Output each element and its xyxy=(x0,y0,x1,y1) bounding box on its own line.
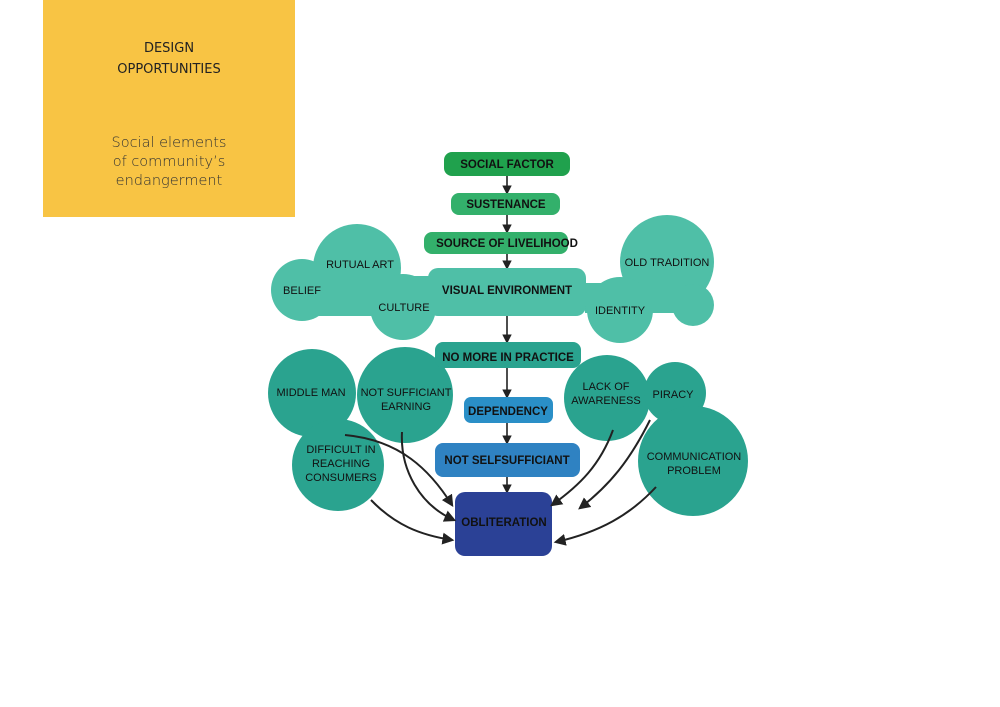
dependency-box xyxy=(464,397,553,423)
source-of-livelihood-label: SOURCE OF LIVELIHOOD xyxy=(436,238,578,250)
right-cluster-fill xyxy=(585,283,685,313)
no-more-in-practice-label: NO MORE IN PRACTICE xyxy=(442,352,574,364)
not-sufficiant-label-line2: EARNING xyxy=(381,401,431,413)
lower-bubble-cluster xyxy=(268,347,748,516)
difficult-label-line2: REACHING xyxy=(312,458,370,470)
obliteration-label: OBLITERATION xyxy=(461,517,546,529)
not-sufficiant-earning-bubble xyxy=(357,347,453,443)
card-subtitle: Social elements of community’s endangerm… xyxy=(111,135,227,189)
not-selfsufficiant-label: NOT SELFSUFFICIANT xyxy=(444,455,569,467)
lack-of-awareness-bubble xyxy=(564,355,650,441)
visual-environment-label: VISUAL ENVIRONMENT xyxy=(442,285,572,297)
culture-label: CULTURE xyxy=(378,302,429,314)
obliteration-arrows xyxy=(344,419,657,546)
upper-right-bubble-cluster xyxy=(585,215,714,343)
difficult-reaching-consumers-bubble xyxy=(292,419,384,511)
visual-environment-box xyxy=(428,268,586,316)
obliteration-box xyxy=(455,492,552,556)
difficult-label-line3: CONSUMERS xyxy=(305,472,377,484)
social-factor-label: SOCIAL FACTOR xyxy=(460,159,554,171)
difficult-label-line1: DIFFICULT IN xyxy=(306,444,375,456)
rutual-art-label: RUTUAL ART xyxy=(326,259,394,271)
not-sufficiant-label-line1: NOT SUFFICIANT xyxy=(361,387,452,399)
communication-problem-bubble xyxy=(638,406,748,516)
identity-label: IDENTITY xyxy=(595,305,646,317)
piracy-label: PIRACY xyxy=(653,389,695,401)
sustenance-box xyxy=(451,193,560,215)
belief-label: BELIEF xyxy=(283,285,321,297)
left-cluster-fill xyxy=(292,276,432,316)
no-more-in-practice-box xyxy=(435,342,581,368)
card-title: DESIGN OPPORTUNITIES xyxy=(117,41,221,77)
design-opportunities-card: DESIGN OPPORTUNITIES Social elements of … xyxy=(43,0,295,217)
upper-left-bubble-cluster xyxy=(271,224,436,340)
social-factor-box xyxy=(444,152,570,176)
old-tradition-label: OLD TRADITION xyxy=(625,257,710,269)
sustenance-label: SUSTENANCE xyxy=(466,199,546,211)
lack-of-awareness-label-line1: LACK OF xyxy=(582,381,629,393)
dependency-label: DEPENDENCY xyxy=(468,406,548,418)
communication-label-line1: COMMUNICATION xyxy=(647,451,742,463)
not-selfsufficiant-box xyxy=(435,443,580,477)
source-of-livelihood-box xyxy=(424,232,568,254)
middle-man-label: MIDDLE MAN xyxy=(276,387,345,399)
lack-of-awareness-label-line2: AWARENESS xyxy=(571,395,640,407)
middle-man-bubble xyxy=(268,349,356,437)
communication-label-line2: PROBLEM xyxy=(667,465,721,477)
